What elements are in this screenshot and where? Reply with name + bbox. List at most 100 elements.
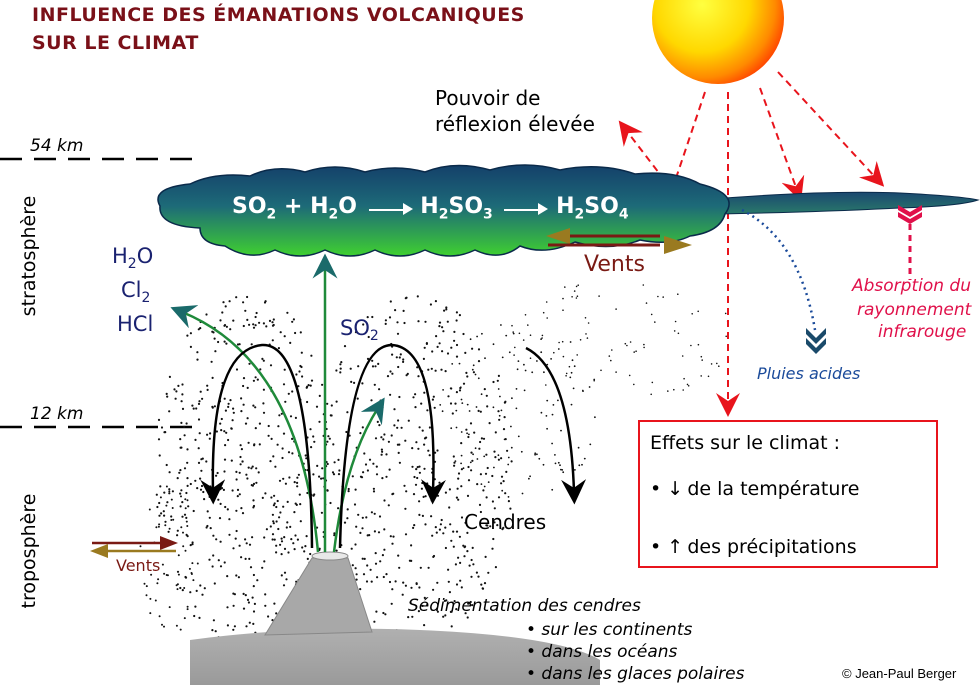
ash-particle	[436, 494, 440, 497]
ash-particle	[254, 315, 257, 319]
ash-particle	[393, 424, 396, 427]
title-line1: INFLUENCE DES ÉMANATIONS VOLCANIQUES	[32, 4, 525, 26]
ash-particle	[156, 505, 159, 509]
ground	[190, 628, 600, 685]
ash-particle	[168, 471, 171, 474]
ash-particle	[154, 599, 157, 602]
ash-particle	[206, 433, 209, 436]
ash-particle	[633, 383, 635, 386]
ash-particle	[158, 454, 161, 457]
ash-particle	[372, 487, 375, 490]
ash-particle	[466, 494, 470, 497]
ash-particle	[186, 499, 189, 502]
ash-particle	[178, 471, 181, 474]
ash-particle	[449, 402, 453, 405]
ash-particle	[426, 604, 429, 607]
ash-particle	[398, 461, 401, 464]
ash-particle	[480, 483, 483, 485]
ash-particle	[246, 477, 249, 480]
ash-particle	[423, 596, 426, 600]
ash-particle	[570, 403, 573, 406]
ash-particle	[560, 468, 562, 471]
ash-particle	[228, 533, 231, 536]
ash-particle	[252, 326, 256, 329]
ash-particle	[428, 426, 431, 429]
ash-particle	[233, 625, 236, 628]
ash-particle	[418, 500, 421, 503]
ash-particle	[414, 393, 417, 396]
ash-particle	[488, 422, 491, 425]
ash-particle	[392, 535, 395, 538]
ash-particle	[168, 606, 171, 609]
ash-particle	[239, 463, 242, 466]
ash-particle	[453, 330, 456, 333]
ash-particle	[248, 543, 252, 546]
ash-particle	[222, 301, 225, 304]
ash-particle	[512, 332, 515, 335]
ash-particle	[209, 527, 212, 530]
ash-particle	[200, 469, 203, 472]
ash-particle	[518, 332, 521, 335]
ash-particle	[214, 630, 217, 633]
ash-particle	[377, 410, 380, 413]
ash-particle	[417, 447, 420, 450]
ash-particle	[258, 422, 261, 425]
ash-particle	[546, 317, 548, 319]
ash-particle	[370, 580, 373, 583]
ash-particle	[239, 444, 242, 447]
ash-particle	[373, 620, 376, 623]
ash-particle	[220, 429, 223, 432]
ash-particle	[289, 415, 293, 418]
ash-particle	[229, 328, 232, 331]
ash-particle	[364, 463, 368, 466]
ash-particle	[242, 324, 245, 328]
ash-particle	[203, 587, 206, 590]
ash-particle	[457, 556, 460, 559]
ash-particle	[183, 617, 186, 620]
ash-particle	[163, 572, 166, 575]
ash-particle	[657, 295, 659, 298]
ash-particle	[577, 446, 580, 449]
ash-particle	[683, 377, 685, 380]
ash-particle	[253, 443, 256, 446]
ash-particle	[468, 410, 471, 412]
ash-particle	[431, 398, 434, 401]
ash-particle	[354, 543, 357, 546]
ash-particle	[292, 542, 295, 545]
ash-particle	[381, 554, 384, 557]
ash-particle	[180, 400, 183, 403]
ash-particle	[366, 534, 369, 537]
ash-particle	[492, 406, 495, 409]
ash-particle	[349, 367, 352, 370]
ash-particle	[516, 368, 519, 371]
climate-effects-box: Effets sur le climat : • ↓ de la tempéra…	[638, 420, 938, 568]
ash-particle	[282, 432, 286, 435]
ash-particle	[436, 581, 439, 584]
ash-arrows	[200, 343, 587, 549]
ash-particle	[354, 331, 358, 334]
ash-particle	[296, 481, 299, 484]
ash-particle	[650, 393, 652, 396]
ash-particle	[557, 348, 560, 350]
ash-particle	[361, 557, 364, 560]
ash-particle	[316, 464, 319, 467]
ash-particle	[391, 353, 394, 356]
ash-particle	[268, 319, 272, 322]
ash-particle	[450, 346, 453, 349]
ash-particle	[277, 527, 280, 531]
ash-particle	[198, 432, 201, 435]
ash-particle	[192, 407, 195, 410]
ash-particle	[361, 516, 364, 519]
ash-particle	[426, 409, 429, 412]
ash-particle	[466, 375, 469, 378]
ash-particle	[189, 591, 192, 594]
strato-wind-label: Vents	[584, 252, 645, 277]
ash-particle	[528, 477, 530, 480]
ash-particle	[310, 354, 313, 357]
ash-particle	[215, 538, 218, 541]
ash-particle	[498, 418, 501, 421]
title-line2: SUR LE CLIMAT	[32, 32, 199, 54]
ash-particle	[466, 403, 469, 406]
ash-particle	[273, 602, 276, 605]
ash-particle	[186, 608, 189, 611]
